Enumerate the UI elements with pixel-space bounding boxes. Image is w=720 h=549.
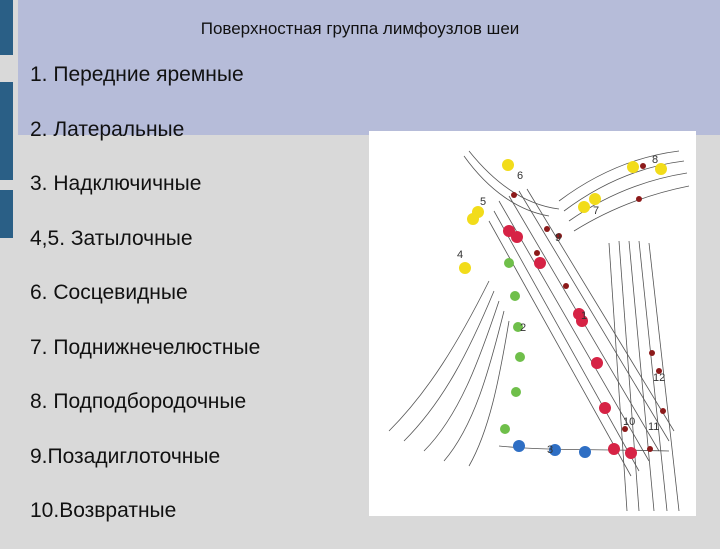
- lymph-node-dot: [467, 213, 479, 225]
- figure-label: 7: [593, 205, 599, 217]
- lymph-node-dot: [504, 258, 514, 268]
- figure-label: 8: [652, 154, 658, 166]
- list-item: 2. Латеральные: [30, 113, 260, 168]
- lymph-node-dot: [591, 357, 603, 369]
- figure-label: 5: [480, 196, 486, 208]
- lymph-node-dot: [599, 402, 611, 414]
- lymph-node-dot: [563, 283, 569, 289]
- figure-label: 1: [581, 310, 587, 322]
- lymph-node-dot: [578, 201, 590, 213]
- lymph-node-dot: [579, 446, 591, 458]
- lymph-node-list: 1. Передние яремные 2. Латеральные 3. На…: [30, 58, 260, 549]
- lymph-node-dot: [660, 408, 666, 414]
- list-item: 7. Поднижнечелюстные: [30, 331, 260, 386]
- lymph-node-dot: [534, 250, 540, 256]
- lymph-node-dot: [544, 226, 550, 232]
- list-item: 10.Возвратные: [30, 494, 260, 549]
- figure-label: 10: [623, 416, 635, 428]
- figure-label: 6: [517, 170, 523, 182]
- figure-label: 4: [457, 249, 463, 261]
- lymph-node-dot: [589, 193, 601, 205]
- figure-label: 12: [653, 372, 665, 384]
- lymph-node-dot: [534, 257, 546, 269]
- figure-label: 9: [555, 232, 561, 244]
- lymph-node-dot: [636, 196, 642, 202]
- figure-label: 2: [520, 322, 526, 334]
- muscle-fibers: [389, 151, 689, 511]
- accent-bar-2: [0, 82, 13, 180]
- lymph-node-dot: [500, 424, 510, 434]
- list-item: 6. Сосцевидные: [30, 276, 260, 331]
- lymph-node-dot: [647, 446, 653, 452]
- accent-bar-3: [0, 190, 13, 238]
- list-item: 4,5. Затылочные: [30, 222, 260, 277]
- lymph-node-dot: [608, 443, 620, 455]
- lymph-node-dot: [459, 262, 471, 274]
- list-item: 8. Подподбородочные: [30, 385, 260, 440]
- lymph-node-dot: [511, 387, 521, 397]
- slide-title: Поверхностная группа лимфоузлов шеи: [0, 19, 720, 39]
- list-item: 3. Надключичные: [30, 167, 260, 222]
- lymph-node-dot: [502, 159, 514, 171]
- lymph-node-dot: [649, 350, 655, 356]
- lymph-node-dot: [510, 291, 520, 301]
- lymph-node-dot: [640, 163, 646, 169]
- figure-label: 3: [547, 444, 553, 456]
- list-item: 9.Позадиглоточные: [30, 440, 260, 495]
- lymph-node-dot: [511, 192, 517, 198]
- lymph-node-dot: [627, 161, 639, 173]
- lymph-node-dot: [513, 440, 525, 452]
- lymph-node-dot: [515, 352, 525, 362]
- left-strip: [0, 0, 18, 540]
- figure-label: 11: [648, 421, 659, 433]
- list-item: 1. Передние яремные: [30, 58, 260, 113]
- lymph-node-dot: [625, 447, 637, 459]
- lymph-node-dot: [511, 231, 523, 243]
